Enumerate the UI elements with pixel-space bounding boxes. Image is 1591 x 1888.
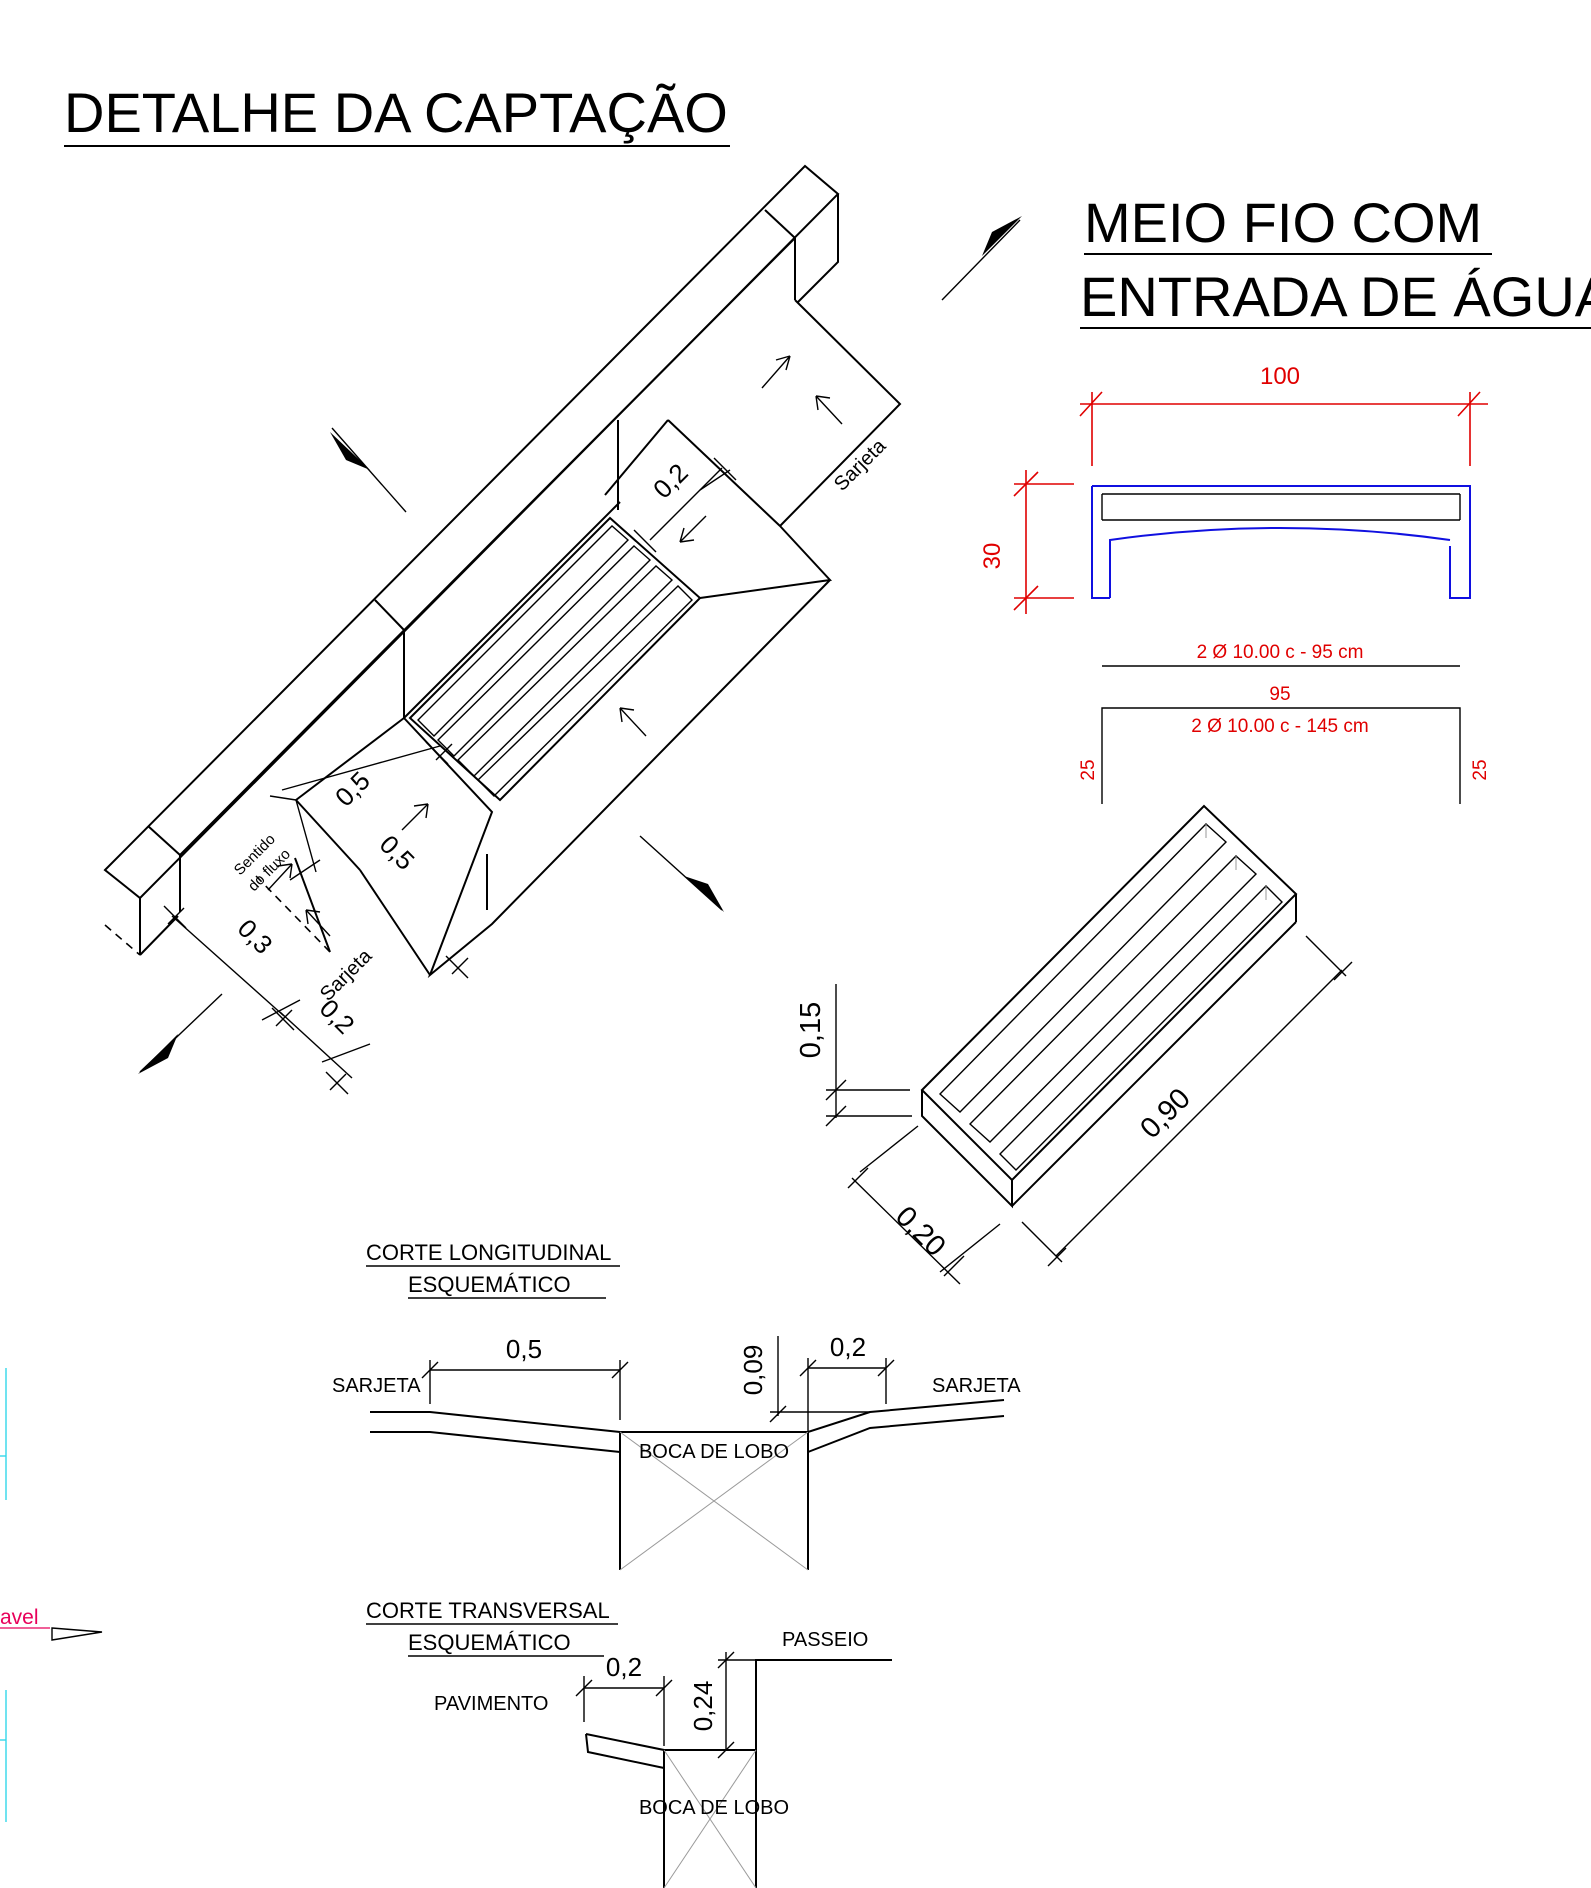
grate-dim-length: 0,90 — [1134, 1082, 1197, 1145]
corte-transversal-dim-0-2: 0,2 — [606, 1652, 642, 1682]
iso-dim-0-3: 0,3 — [232, 913, 279, 960]
rebar-1-length: 95 — [1269, 684, 1290, 705]
iso-dim-0-5-a: 0,5 — [329, 765, 376, 812]
corte-transversal-pavimento: PAVIMENTO — [434, 1693, 548, 1715]
corte-longitudinal-title: CORTE LONGITUDINAL — [366, 1240, 611, 1265]
sarjeta-bottom-label: Sarjeta — [316, 945, 377, 1006]
left-edge-fragments: avel — [0, 1368, 103, 1822]
iso-dim-0-2-top: 0,2 — [647, 457, 694, 504]
corte-transversal-boca-de-lobo: BOCA DE LOBO — [639, 1797, 789, 1819]
corte-transversal-subtitle: ESQUEMÁTICO — [408, 1630, 571, 1655]
meio-fio-title: MEIO FIO COM ENTRADA DE ÁGUA — [1080, 191, 1591, 329]
iso-dim-0-2-bottom: 0,2 — [314, 993, 361, 1040]
grate-isometric: 0,15 0,20 0,90 — [795, 804, 1353, 1285]
rebar-2-label: 2 Ø 10.00 c - 145 cm — [1191, 716, 1368, 737]
isometric-inlet-drawing: Sarjeta Sarjeta Sentido do fluxo 0,2 0,5… — [103, 164, 1022, 1095]
section-cut-markers — [138, 216, 1022, 1074]
main-title-text: DETALHE DA CAPTAÇÃO — [64, 81, 728, 144]
rebar-1-label: 2 Ø 10.00 c - 95 cm — [1197, 642, 1364, 663]
meio-fio-title-line1: MEIO FIO COM — [1084, 191, 1482, 254]
corte-longitudinal: CORTE LONGITUDINAL ESQUEMÁTICO SARJETA S… — [332, 1240, 1021, 1571]
meio-fio-dim-width: 100 — [1260, 363, 1300, 390]
corte-transversal: CORTE TRANSVERSAL ESQUEMÁTICO PASSEIO PA… — [366, 1598, 892, 1888]
corte-transversal-passeio: PASSEIO — [782, 1629, 868, 1651]
corte-longitudinal-sarjeta-right: SARJETA — [932, 1375, 1021, 1397]
meio-fio-dim-height: 30 — [979, 543, 1006, 570]
corte-longitudinal-dim-0-2: 0,2 — [830, 1332, 866, 1362]
corte-longitudinal-dim-0-09: 0,09 — [738, 1345, 768, 1396]
corte-transversal-dim-0-24: 0,24 — [688, 1681, 718, 1732]
main-title: DETALHE DA CAPTAÇÃO — [64, 81, 730, 147]
meio-fio-section: 100 30 2 Ø 10.00 c - 95 cm 95 2 Ø 10.00 … — [979, 363, 1491, 804]
left-edge-fragment-text: avel — [0, 1606, 39, 1629]
corte-longitudinal-sarjeta-left: SARJETA — [332, 1375, 421, 1397]
corte-longitudinal-subtitle: ESQUEMÁTICO — [408, 1272, 571, 1297]
grate-dim-width: 0,20 — [889, 1200, 952, 1263]
iso-dim-0-5-b: 0,5 — [374, 829, 421, 876]
corte-longitudinal-dim-0-5: 0,5 — [506, 1334, 542, 1364]
rebar-2-right: 25 — [1470, 759, 1491, 780]
corte-longitudinal-boca-de-lobo: BOCA DE LOBO — [639, 1441, 789, 1463]
grate-dim-height: 0,15 — [795, 1002, 827, 1058]
meio-fio-title-line2: ENTRADA DE ÁGUA — [1080, 265, 1591, 328]
corte-transversal-title: CORTE TRANSVERSAL — [366, 1598, 610, 1623]
rebar-2-left: 25 — [1078, 759, 1099, 780]
